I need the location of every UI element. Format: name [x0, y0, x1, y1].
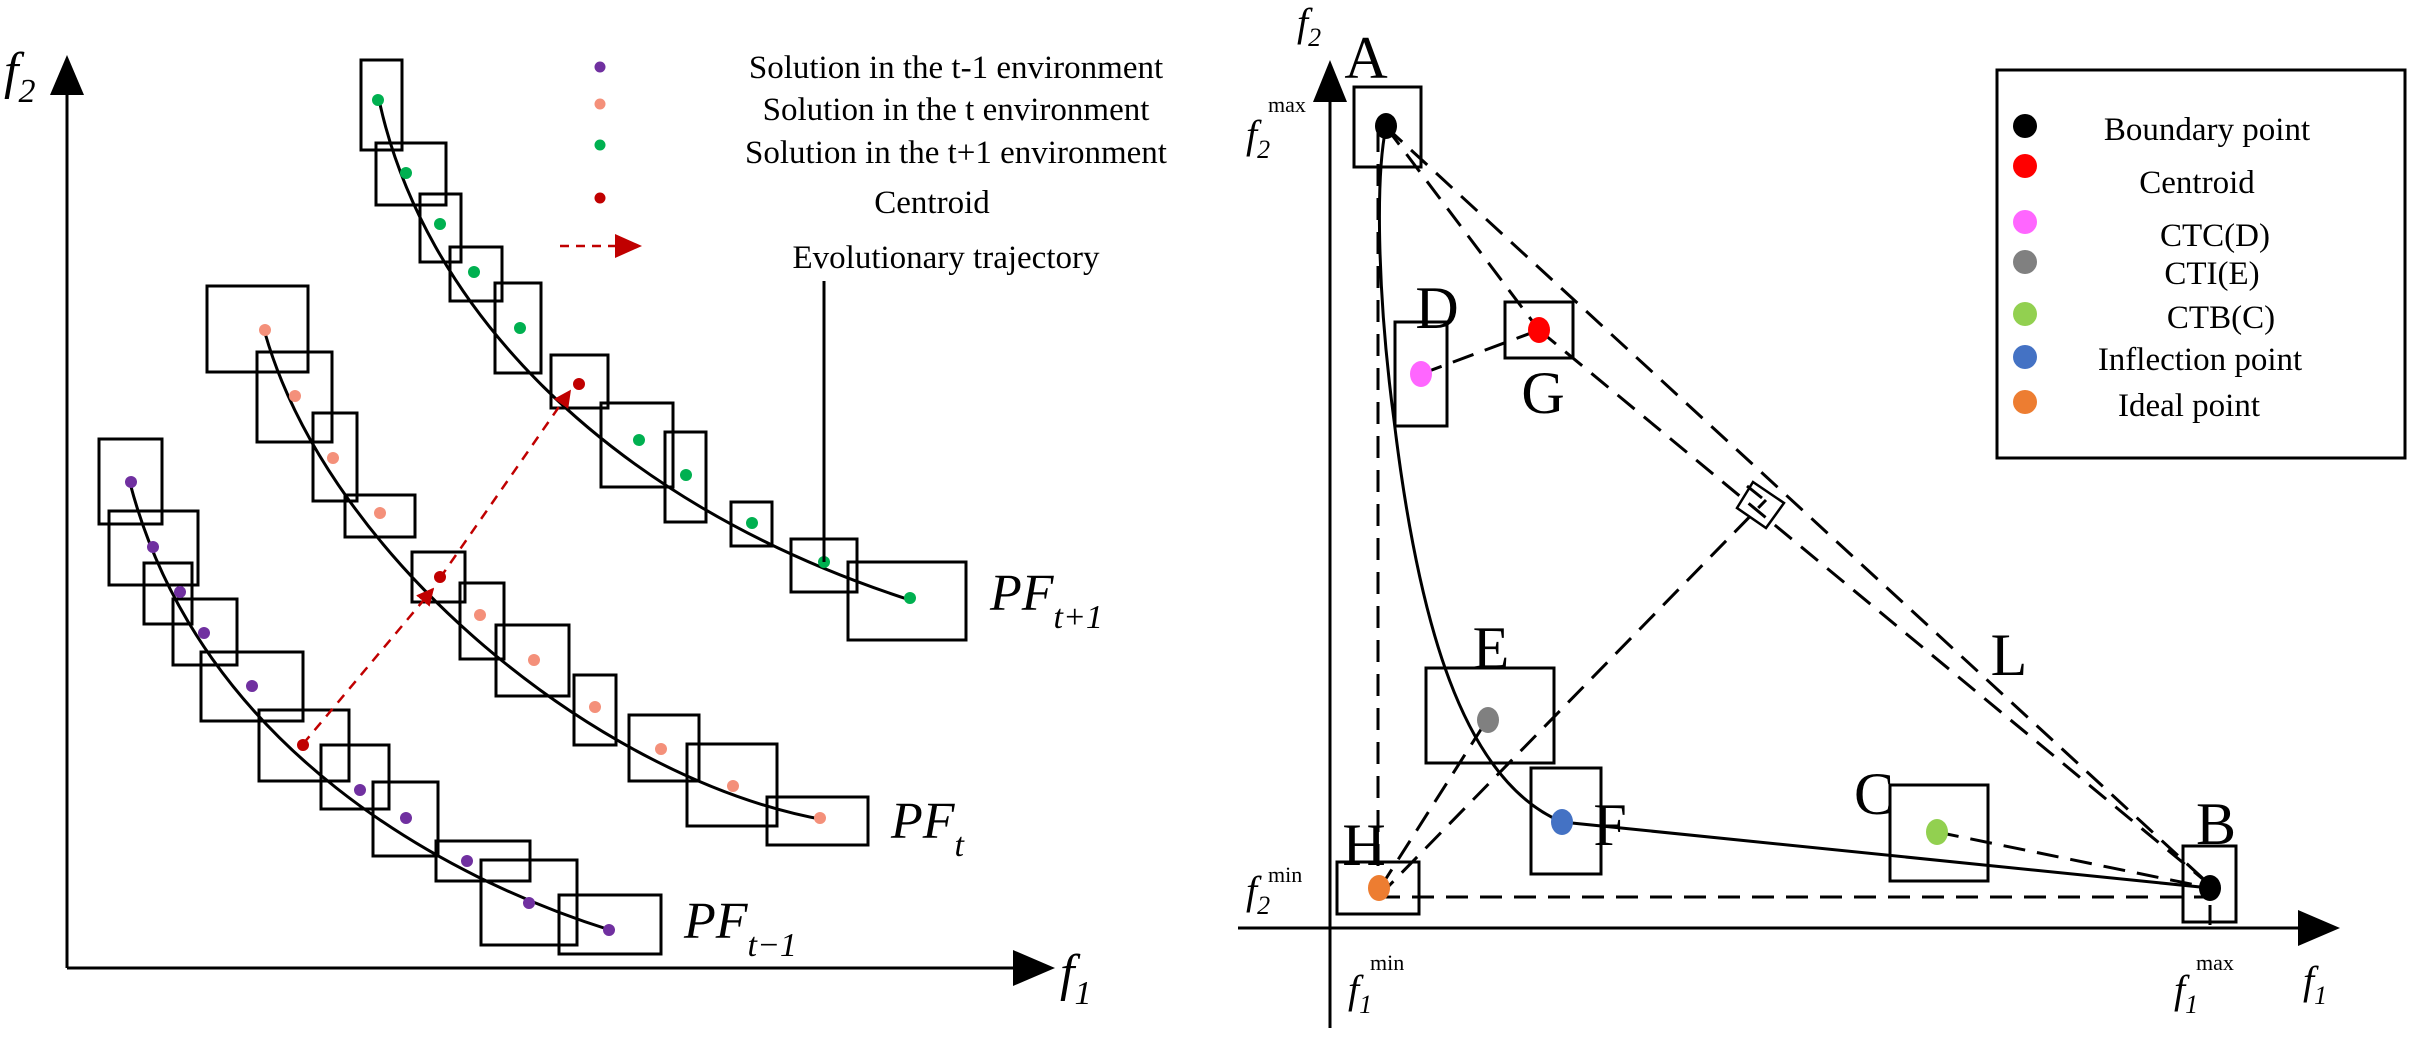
left-legend: Solution in the t-1 environment Solution… [560, 50, 1167, 562]
pf-t-curve [263, 332, 826, 822]
label-f: F [1593, 792, 1626, 858]
legend-t-minus-1: Solution in the t-1 environment [749, 50, 1163, 86]
left-y-axis-label: f2 [4, 43, 35, 110]
inflection-point-f [1551, 809, 1573, 835]
left-axes: f2 f1 [4, 43, 1091, 1012]
label-d: D [1415, 275, 1458, 341]
label-l: L [1991, 622, 2028, 688]
legend-cti: CTI(E) [2164, 256, 2259, 292]
trajectory-arrow-2 [438, 389, 572, 579]
f1-min-sup: min [1370, 950, 1404, 975]
f2-min-sup: min [1268, 862, 1302, 887]
point-letters: A B C D E F G H L [1342, 25, 2236, 878]
pf-t-minus-1-label: PFt−1 [683, 893, 797, 964]
label-h: H [1342, 812, 1385, 878]
pf-t-plus-1-curve [376, 94, 911, 602]
legend-ideal: Ideal point [2118, 388, 2260, 424]
legend-boundary: Boundary point [2104, 112, 2310, 148]
boundary-point-b [2199, 875, 2221, 901]
legend-t: Solution in the t environment [763, 92, 1150, 128]
centroid-point-g [1528, 317, 1550, 343]
f2-min-label: f2 [1246, 868, 1270, 920]
legend-centroid-right: Centroid [2139, 165, 2255, 201]
f1-max-label: f1 [2174, 967, 2198, 1019]
pf-t-minus-1-curve [128, 482, 611, 932]
legend-centroid: Centroid [874, 185, 990, 221]
pf-t-label: PFt [890, 793, 966, 864]
f2-max-label: f2 [1246, 112, 1270, 164]
legend-trajectory: Evolutionary trajectory [793, 240, 1100, 276]
right-x-axis-label: f1 [2303, 958, 2327, 1010]
right-y-axis-label: f2 [1297, 0, 1321, 52]
t-plus-1-boxes [359, 58, 968, 642]
boundary-point-a [1375, 113, 1397, 139]
right-boxes [1335, 85, 2238, 924]
label-a: A [1344, 25, 1387, 91]
legend-inflection: Inflection point [2098, 342, 2302, 378]
f2-max-sup: max [1268, 92, 1306, 117]
f1-max-sup: max [2196, 950, 2234, 975]
trajectory-arrow-1 [302, 587, 435, 745]
ctc-point-d [1410, 361, 1432, 387]
label-e: E [1473, 615, 1510, 681]
pf-t-plus-1-label: PFt+1 [989, 565, 1103, 636]
t-points [259, 324, 826, 824]
label-g: G [1521, 360, 1564, 426]
f1-min-label: f1 [1348, 967, 1372, 1019]
legend-t-plus-1: Solution in the t+1 environment [745, 135, 1167, 171]
ideal-point-h [1368, 875, 1390, 901]
left-centroids [297, 378, 585, 751]
t-boxes [205, 284, 870, 847]
right-pareto-curve [1377, 126, 2211, 890]
right-points [1368, 113, 2221, 901]
left-x-axis-label: f1 [1060, 945, 1091, 1012]
t-minus-1-boxes [97, 437, 663, 956]
right-axes: f2 f1 [1238, 0, 2340, 1028]
cti-point-e [1477, 707, 1499, 733]
legend-ctc: CTC(D) [2160, 218, 2270, 254]
right-legend: Boundary point Centroid CTC(D) CTI(E) CT… [1995, 68, 2407, 460]
legend-ctb: CTB(C) [2167, 300, 2275, 336]
label-b: B [2196, 791, 2236, 857]
t-minus-1-points [125, 476, 615, 936]
ctb-point-c [1926, 819, 1948, 845]
label-c: C [1854, 761, 1894, 827]
right-dashed-lines [1376, 125, 2212, 925]
left-panel: f2 f1 [4, 43, 1167, 1012]
t-plus-1-points [372, 94, 916, 604]
right-panel: f2 f1 f2 max f2 min f1 min f1 max [1238, 0, 2407, 1028]
